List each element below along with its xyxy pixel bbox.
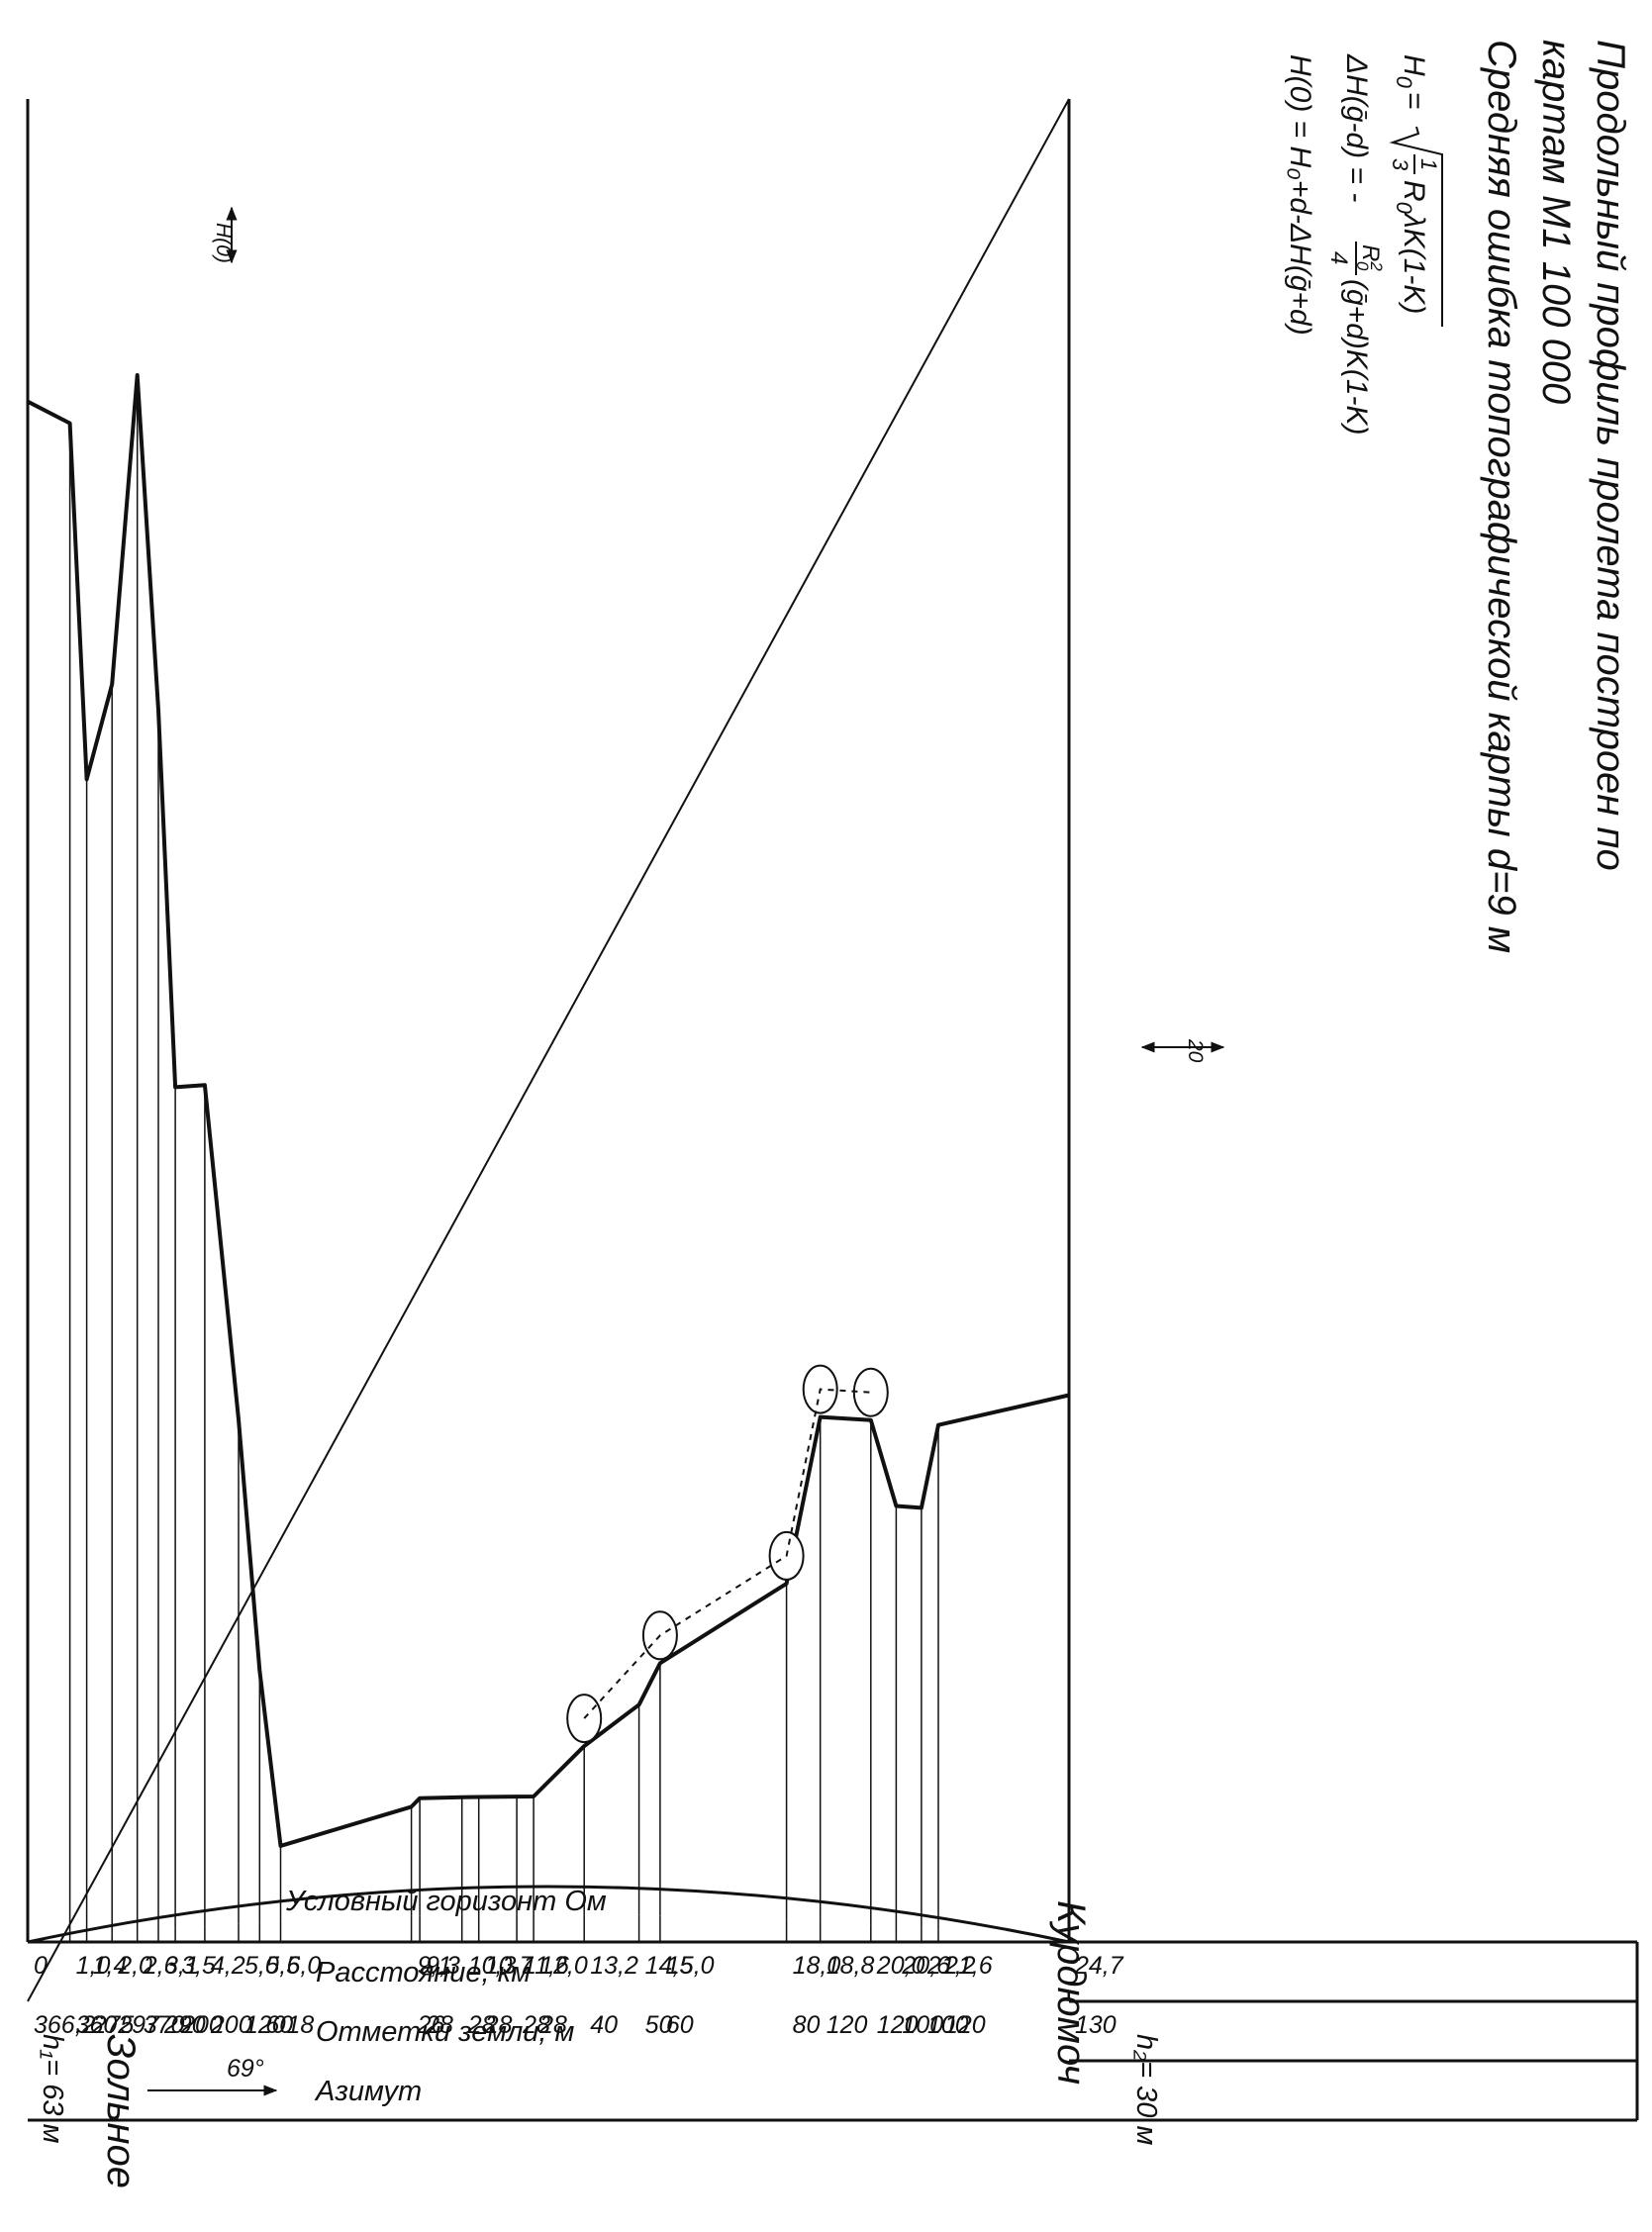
elevation-cell: 28	[467, 2011, 496, 2039]
elevation-cell: 28	[538, 2011, 567, 2039]
elevation-row-label: Отметки земли, м	[316, 2016, 575, 2048]
elevation-cell: 130	[1075, 2011, 1117, 2039]
distance-cell: 13,2	[590, 1952, 638, 1980]
distance-cell: 20,6	[901, 1952, 950, 1980]
elevation-cell: 26	[417, 2011, 445, 2039]
h0-label: H(0)	[212, 223, 235, 263]
distance-cell: 1,4	[93, 1952, 128, 1980]
distance-cell: 20,0	[876, 1952, 925, 1980]
header-notes: Продольный профиль пролета построен по к…	[1480, 40, 1632, 953]
distance-cell: 3,5	[181, 1952, 216, 1980]
note-line-1: Продольный профиль пролета построен по	[1589, 40, 1632, 871]
distance-cell: 11,6	[523, 1952, 569, 1980]
formula-h0-body: R0λK(1-K)	[1392, 180, 1430, 314]
elevation-cell: 275	[92, 2011, 135, 2039]
formula-delta-numerator: R20	[1353, 244, 1386, 271]
elevation-cell: 120	[244, 2011, 286, 2039]
distance-cell: 21,6	[943, 1952, 993, 1980]
left-station-height: h₁= 63 м	[37, 2034, 68, 2144]
distance-cell: 24,7	[1074, 1952, 1124, 1980]
formula-delta-rest: (ḡ+d)K(1-K)	[1340, 279, 1373, 436]
right-station-height: h₂= 30 м	[1130, 2034, 1162, 2145]
distance-cell: 6,0	[287, 1952, 322, 1980]
formula-block: H0= 1 3 R0λK(1-K) ΔH(ḡ-d) = - R20 4 (ḡ+d…	[1284, 53, 1443, 436]
right-station-name: Курдюмоч	[1049, 1900, 1093, 2085]
elevation-cell: 50	[645, 2011, 673, 2039]
elevation-cell: 120	[877, 2011, 919, 2039]
distance-cell: 0	[34, 1952, 48, 1980]
note-line-3: Средняя ошибка топографической карты d=9…	[1480, 40, 1523, 953]
azimuth-row-label: Азимут	[314, 2076, 422, 2107]
azimuth-value: 69°	[227, 2055, 264, 2083]
distance-cell: 21,2	[926, 1952, 976, 1980]
elevation-cell: 60	[265, 2011, 293, 2039]
elevation-cell: 100	[927, 2011, 969, 2039]
terrain-profile	[27, 373, 1070, 1848]
elevation-cell: 120	[826, 2011, 868, 2039]
formula-delta-denominator: 4	[1325, 251, 1352, 264]
line-of-sight	[27, 98, 1070, 2002]
distance-cell: 1,0	[76, 1952, 111, 1980]
formula-delta-h: ΔH(ḡ-d) = -	[1340, 53, 1373, 202]
tree-crown-icon	[852, 1367, 889, 1417]
distance-cell: 12,0	[539, 1952, 588, 1980]
distance-cell: 9,3	[426, 1952, 460, 1980]
distance-cell: 5,5	[265, 1952, 300, 1980]
forest-markers	[566, 1364, 889, 1744]
distance-cell: 14,5	[645, 1952, 694, 1980]
distance-cell: 9,1	[418, 1952, 452, 1980]
elevation-cell: 60	[666, 2011, 694, 2039]
conditional-horizon-curve	[27, 1885, 1070, 1944]
elevation-cell: 200	[210, 2011, 252, 2039]
elevation-cell: 120	[944, 2011, 986, 2039]
elevation-cell: 28	[522, 2011, 550, 2039]
formula-h0-lhs: H0=	[1392, 54, 1430, 109]
formula-h-zero: H(0) = H₀+d-ΔH(ḡ+d)	[1284, 54, 1316, 336]
formula-h0-numerator: 1	[1416, 158, 1441, 170]
note-line-2: картам М1 100 000	[1534, 40, 1578, 404]
left-station-name: Зольное	[99, 2034, 143, 2188]
distance-cell: 4,2	[211, 1952, 245, 1980]
distance-cell: 18,8	[826, 1952, 875, 1980]
elevation-cell: 290	[163, 2011, 206, 2039]
elevation-cell: 80	[793, 2011, 821, 2039]
forest-dashed-line	[583, 1388, 871, 1719]
radical-sign	[1389, 126, 1443, 327]
profile-verticals	[27, 375, 1070, 1942]
elevation-cell: 366,2	[34, 2011, 96, 2039]
elevation-cell: 18	[287, 2011, 315, 2039]
azimuth-cell: 69°	[147, 2055, 278, 2096]
elevation-cell: 28	[484, 2011, 513, 2039]
elevation-cell: 100	[902, 2011, 943, 2039]
distance-cell: 2,6	[143, 1952, 178, 1980]
distance-cell: 10,7	[485, 1952, 534, 1980]
elevation-cell: 360	[76, 2011, 118, 2039]
distance-cell: 10,3	[468, 1952, 517, 1980]
forest-clearance-label: 20	[1184, 1038, 1207, 1063]
elevation-cell: 370	[144, 2011, 185, 2039]
elevation-cell: 200	[180, 2011, 223, 2039]
table-cells: 0 366,2 1,0 360 1,4 275 2,0 297 2,6 370 3,1 290 3,5 2…	[34, 1952, 1124, 2039]
horizon-label: Условный горизонт Ом	[285, 1886, 607, 1917]
distance-row-label: Расстояние, км	[316, 1957, 531, 1989]
distance-cell: 5,0	[244, 1952, 279, 1980]
distance-cell: 18,0	[793, 1952, 841, 1980]
elevation-cell: 40	[590, 2011, 618, 2039]
formula-h0-denominator: 3	[1388, 158, 1412, 171]
distance-cell: 2,0	[117, 1952, 152, 1980]
elevation-cell: 28	[425, 2011, 453, 2039]
elevation-cell: 297	[117, 2011, 160, 2039]
distance-cell: 15,0	[666, 1952, 715, 1980]
distance-cell: 3,1	[164, 1952, 199, 1980]
